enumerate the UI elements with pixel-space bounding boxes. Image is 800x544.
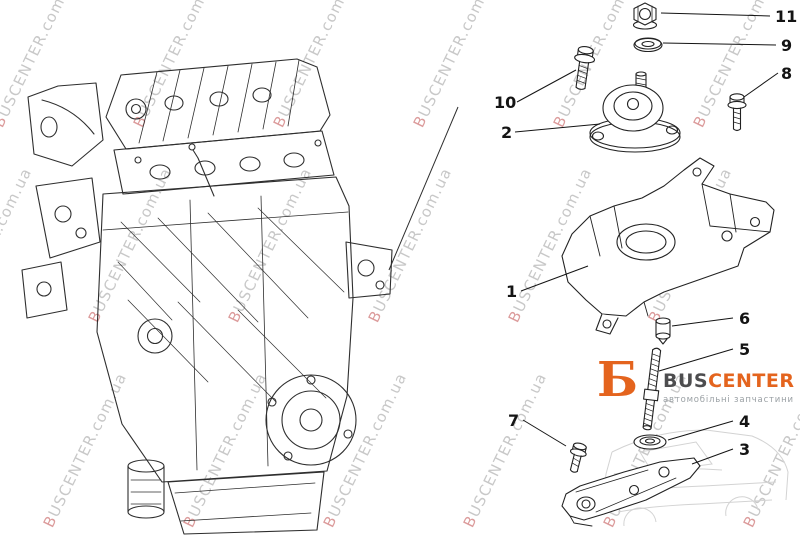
engine-mount-part — [589, 71, 681, 153]
flange-bolt-part-8 — [727, 93, 747, 132]
callout-9: 9 — [781, 36, 792, 55]
callout-1: 1 — [506, 282, 517, 301]
buscenter-logo-title: BUSCENTER — [663, 372, 795, 391]
mount-bracket-part — [561, 157, 775, 335]
callout-5: 5 — [739, 340, 750, 359]
buscenter-logo: BUSCENTER автомобільні запчастини — [663, 372, 795, 406]
buscenter-logo-icon: Б — [597, 352, 639, 408]
callout-7: 7 — [508, 411, 519, 430]
engine-illustration — [21, 58, 393, 535]
flange-bolt-part-10 — [574, 46, 596, 90]
buffer-part — [655, 317, 671, 345]
callout-10: 10 — [494, 93, 516, 112]
logo-bus: BUS — [663, 370, 709, 392]
callout-11: 11 — [775, 7, 797, 26]
washer-part-4 — [633, 434, 667, 450]
stud-bolt-part — [642, 347, 662, 431]
engine-pointer-line — [388, 106, 459, 271]
buscenter-logo-subtitle: автомобільні запчастини — [663, 395, 794, 405]
support-bracket-part — [561, 457, 701, 527]
washer-part-9 — [633, 37, 663, 53]
callout-8: 8 — [781, 64, 792, 83]
callout-2: 2 — [501, 123, 512, 142]
callout-3: 3 — [739, 440, 750, 459]
callout-6: 6 — [739, 309, 750, 328]
flange-bolt-part-7 — [569, 442, 587, 473]
flange-nut-part — [632, 2, 658, 30]
logo-center: CENTER — [708, 370, 795, 392]
callout-4: 4 — [739, 412, 750, 431]
callout-leader-lines — [514, 12, 779, 465]
